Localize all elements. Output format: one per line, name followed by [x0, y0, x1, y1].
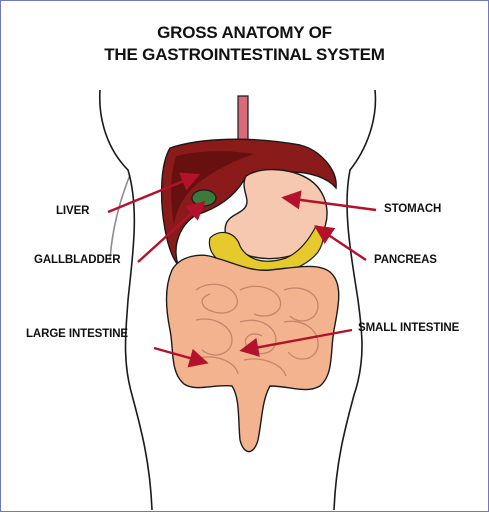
gallbladder — [192, 190, 216, 206]
label-large-intestine: LARGE INTESTINE — [26, 328, 128, 340]
label-liver: LIVER — [56, 205, 89, 217]
label-gallbladder: GALLBLADDER — [34, 254, 120, 266]
large-intestine — [167, 255, 339, 451]
label-small-intestine: SMALL INTESTINE — [358, 322, 459, 334]
label-pancreas: PANCREAS — [374, 254, 437, 266]
label-stomach: STOMACH — [384, 203, 441, 215]
pancreas-pointer — [318, 228, 366, 260]
